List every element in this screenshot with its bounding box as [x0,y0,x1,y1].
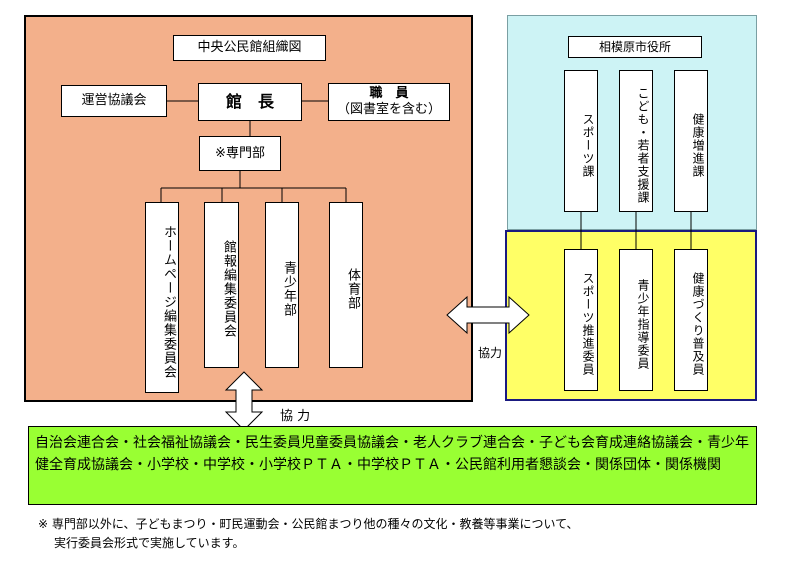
commissioner-sports: スポーツ推進委員 [564,249,598,391]
committee-newsletter: 館報編集委員会 [204,202,239,368]
section-sports: スポーツ課 [564,70,598,212]
section-children-youth: こども・若者支援課 [619,70,653,212]
footnote-line-1: ※ 専門部以外に、子どもまつり・町民運動会・公民館まつり他の種々の文化・教養等事… [38,517,579,531]
commissioner-youth-guidance: 青少年指導委員 [619,249,653,391]
cooperation-label-right: 協力 [478,346,503,360]
committee-homepage: ホームページ編集委員会 [145,202,179,393]
director-box: 館 長 [198,83,302,121]
partner-groups-text: 自治会連合会・社会福祉協議会・民生委員児童委員協議会・老人クラブ連合会・子ども会… [35,435,749,473]
footnote-line-2: 実行委員会形式で実施しています。 [54,536,245,550]
center-org-panel [24,15,473,402]
cooperation-label-bottom: 協 力 [280,409,311,424]
section-health: 健康増進課 [674,70,708,212]
committee-youth: 青少年部 [265,202,299,368]
committee-sports: 体育部 [329,202,363,368]
cooperation-arrow-vertical [224,371,264,431]
staff-label: 職 員 [369,86,409,101]
staff-note: （図書室を含む） [336,102,441,117]
commissioner-health: 健康づくり普及員 [674,249,708,391]
dept-box: ※専門部 [199,136,281,171]
city-hall-title: 相模原市役所 [568,36,702,58]
partner-groups-box: 自治会連合会・社会福祉協議会・民生委員児童委員協議会・老人クラブ連合会・子ども会… [28,426,757,505]
center-org-title: 中央公民館組織図 [173,35,326,61]
cooperation-arrow-horizontal [446,295,530,335]
council-box: 運営協議会 [61,85,167,117]
staff-box: 職 員 （図書室を含む） [328,83,450,121]
